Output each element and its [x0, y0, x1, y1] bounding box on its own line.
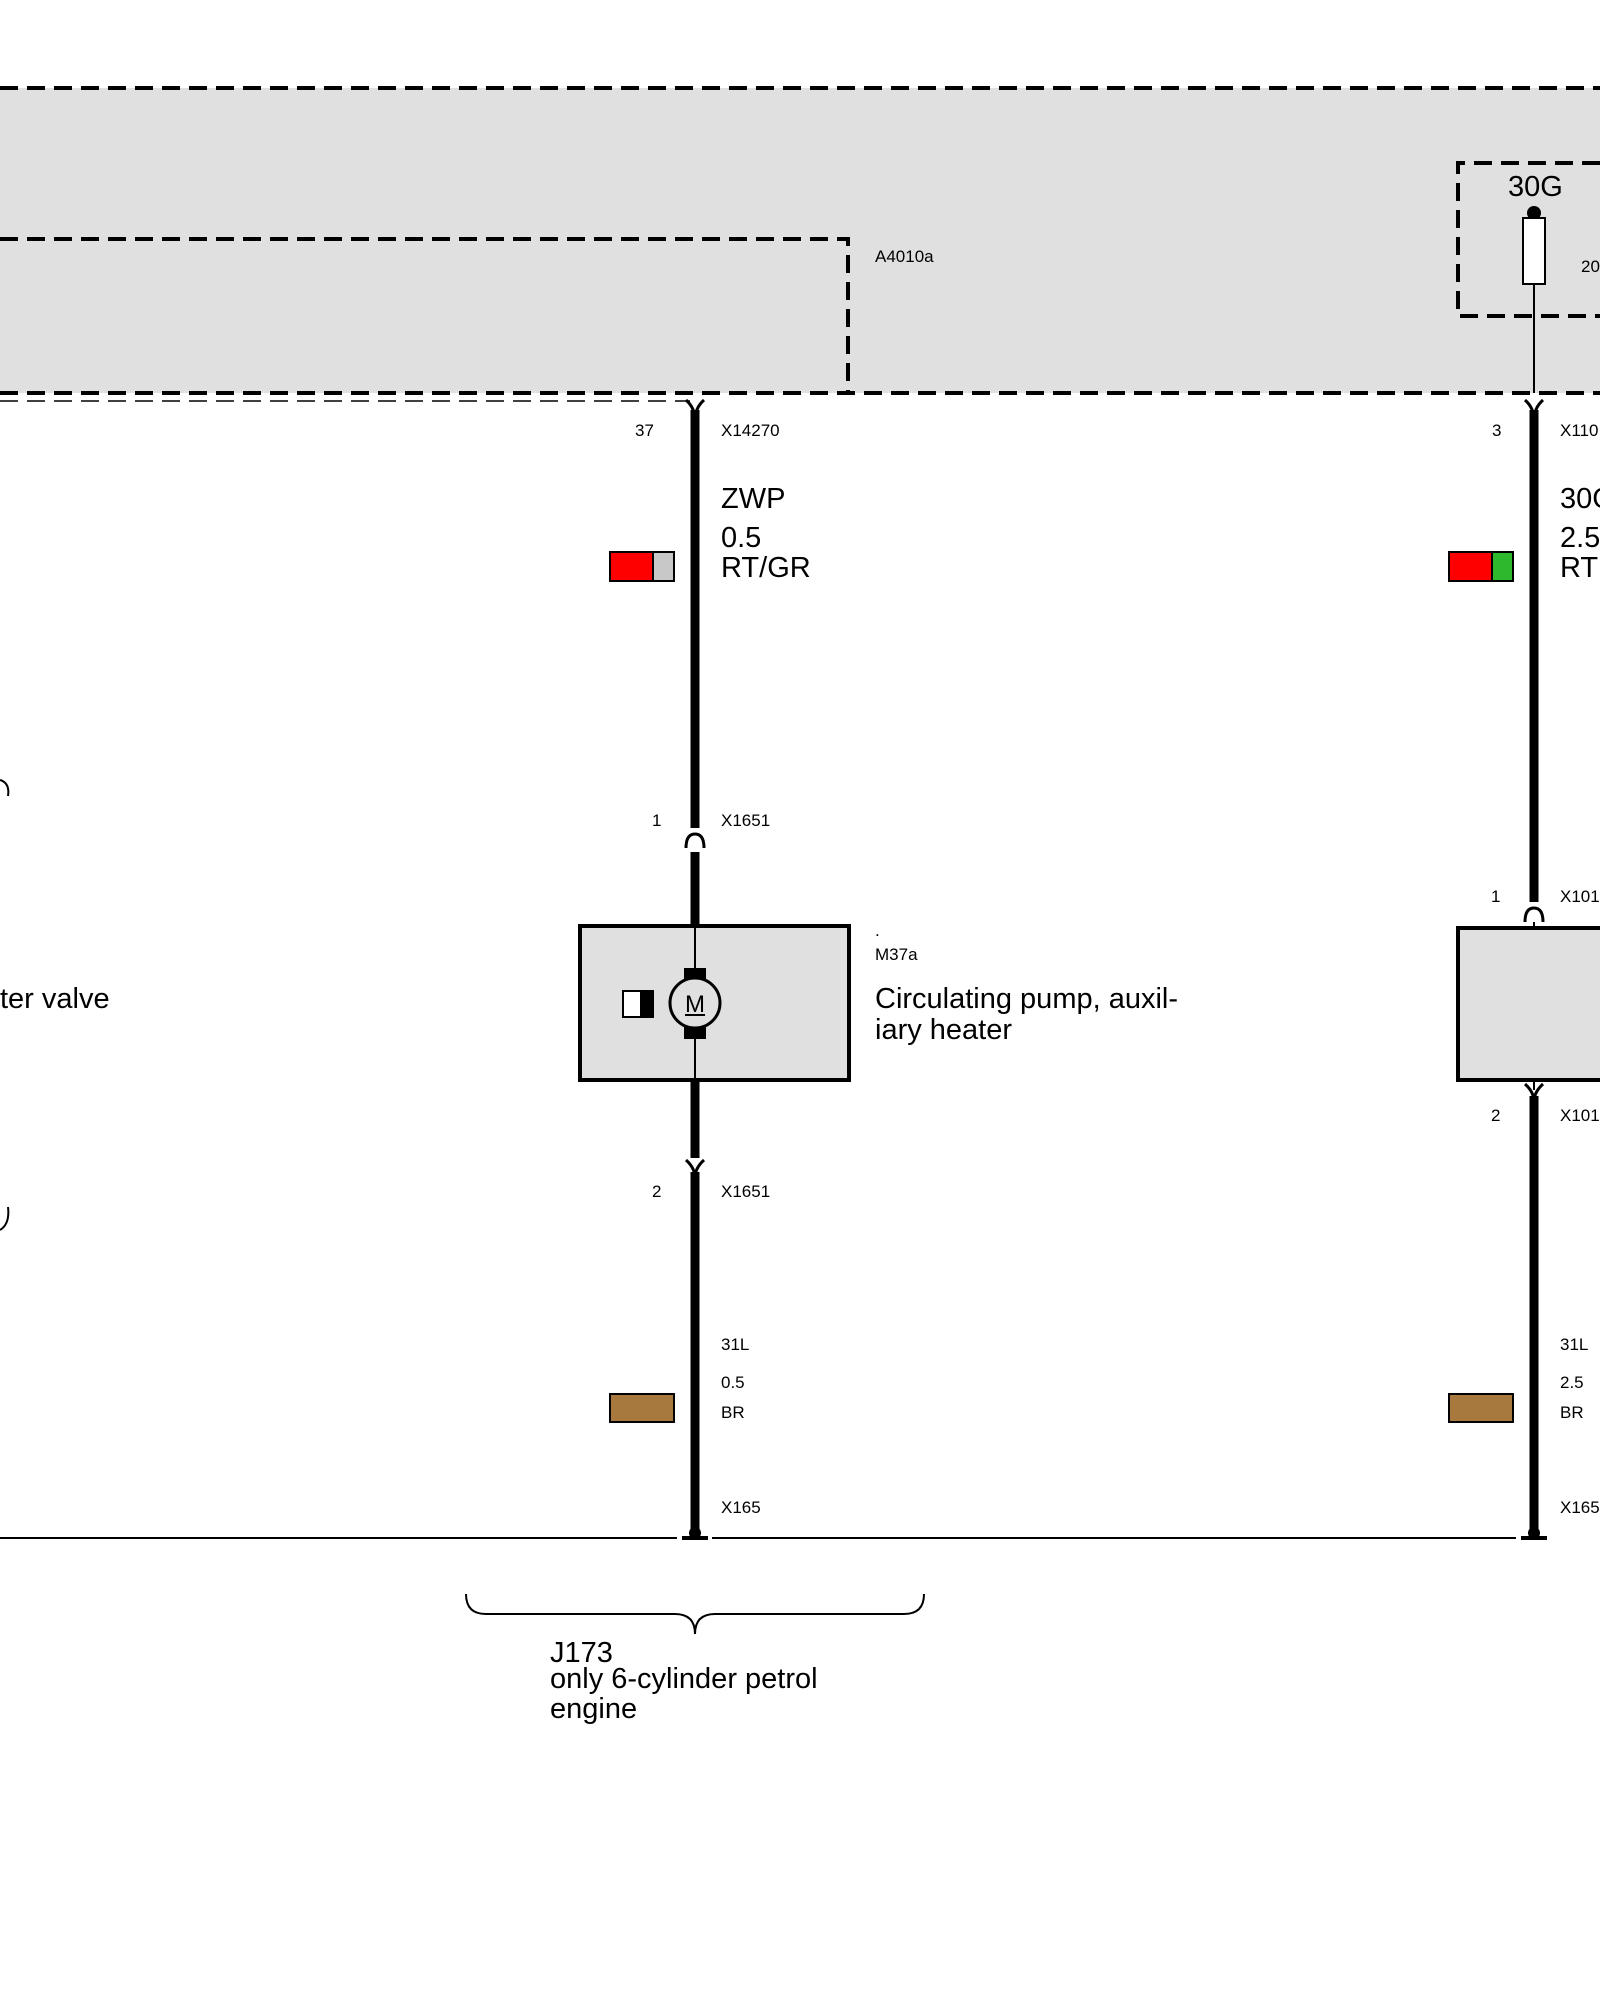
- component-id: M37a: [875, 945, 918, 964]
- zwp-signal: ZWP: [721, 483, 785, 515]
- note-line-1: only 6-cylinder petrol: [550, 1663, 818, 1695]
- zwp-mid-pin-2: 2: [652, 1182, 661, 1201]
- g30-mid-connector-2: X101: [1560, 1106, 1600, 1125]
- g30-ground-signal: 31L: [1560, 1335, 1588, 1354]
- component-dot: .: [875, 921, 880, 940]
- zwp-mid-pin-1: 1: [652, 811, 661, 830]
- g30-ground-cross-section: 2.5: [1560, 1373, 1584, 1392]
- component-description-2: iary heater: [875, 1014, 1012, 1046]
- note-brace: [465, 1593, 925, 1635]
- pump-component: M: [578, 924, 851, 1082]
- motor-symbol: M: [685, 991, 705, 1018]
- zwp-ground-color-code: BR: [721, 1403, 745, 1422]
- component-description-1: Circulating pump, auxil-: [875, 983, 1178, 1015]
- zwp-color-code: RT/GR: [721, 552, 811, 584]
- zwp-ground-signal: 31L: [721, 1335, 749, 1354]
- g30-color-code: RT: [1560, 552, 1598, 584]
- zwp-mid-connector-1: X1651: [721, 811, 770, 830]
- module-area: [0, 86, 1600, 402]
- zwp-top-pin: 37: [635, 421, 654, 440]
- zwp-ground-color-swatch: [609, 1393, 675, 1423]
- valve-label-partial: ter valve: [0, 983, 110, 1015]
- g30-cross-section: 2.5: [1560, 522, 1600, 554]
- fuse-rating: 20: [1581, 257, 1600, 276]
- module-id: A4010a: [875, 247, 934, 266]
- zwp-cross-section: 0.5: [721, 522, 761, 554]
- g30-ground-color-code: BR: [1560, 1403, 1584, 1422]
- note-line-2: engine: [550, 1693, 637, 1725]
- g30-mid-pin-1: 1: [1491, 887, 1500, 906]
- g30-mid-pin-2: 2: [1491, 1106, 1500, 1125]
- zwp-color-swatch: [609, 551, 675, 582]
- wire-30g: [1456, 398, 1600, 1539]
- g30-color-swatch: [1448, 551, 1514, 582]
- fuse-30g: 30G 20: [1508, 171, 1600, 393]
- g30-ground-connector: X165: [1560, 1498, 1600, 1517]
- zwp-mid-connector-2: X1651: [721, 1182, 770, 1201]
- note-id: J173: [550, 1637, 613, 1669]
- partial-arc-top: [0, 779, 10, 797]
- zwp-ground-connector: X165: [721, 1498, 761, 1517]
- motor-icon: [668, 976, 722, 1030]
- submodule-outline: [0, 237, 850, 393]
- toggle-switch-icon: [622, 990, 654, 1018]
- g30-top-pin: 3: [1492, 421, 1501, 440]
- g30-signal: 30G: [1560, 483, 1600, 515]
- zwp-ground-cross-section: 0.5: [721, 1373, 745, 1392]
- zwp-top-connector: X14270: [721, 421, 780, 440]
- partial-arc-bottom: [0, 1206, 10, 1231]
- fuse-box-outline: [1456, 161, 1600, 318]
- fuse-label: 30G: [1508, 171, 1563, 203]
- g30-mid-connector-1: X101: [1560, 887, 1600, 906]
- g30-top-connector: X110: [1560, 421, 1598, 440]
- g30-ground-color-swatch: [1448, 1393, 1514, 1423]
